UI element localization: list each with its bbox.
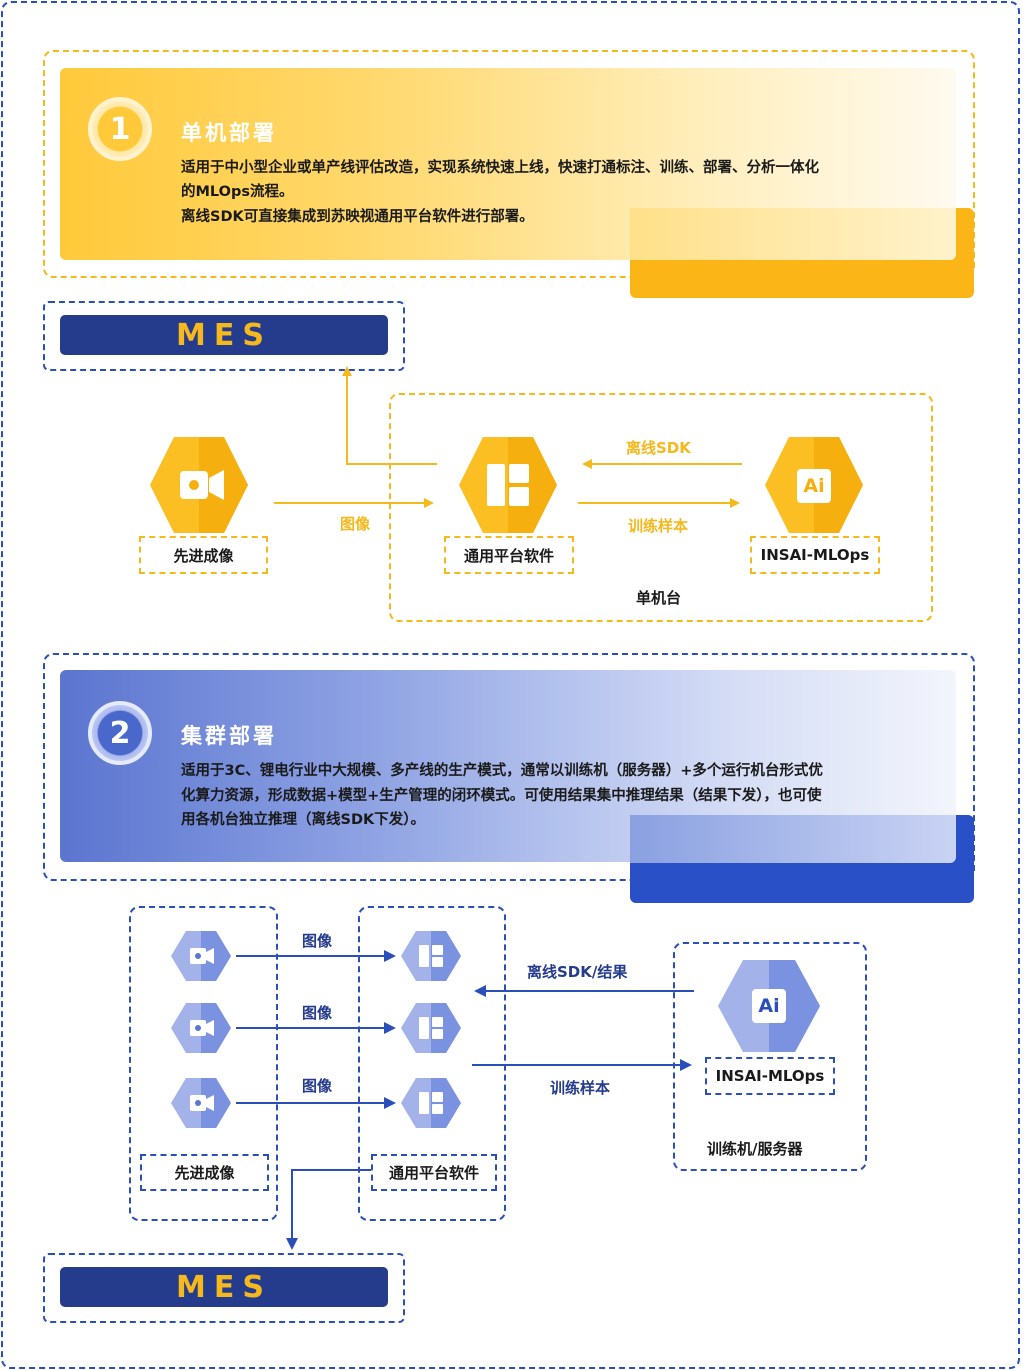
section1-desc-line2: 的MLOps流程。 <box>181 184 294 200</box>
arrow-image-label: 图像 <box>340 515 371 533</box>
section2-desc-line2: 化算力资源，形成数据+模型+生产管理的闭环模式。可使用结果集中推理结果（结果下发… <box>181 788 822 804</box>
section2-title: 集群部署 <box>181 724 277 748</box>
arrow-platform-to-mes-2 <box>286 1169 371 1250</box>
mes-frame-1 <box>43 301 405 371</box>
camera-icon <box>171 1078 231 1128</box>
section1-desc-line3: 离线SDK可直接集成到苏映视通用平台软件进行部署。 <box>181 209 534 225</box>
ai-icon-text-2: Ai <box>758 995 780 1017</box>
camera-label-1: 先进成像 <box>139 536 268 574</box>
arrow-samples-label-2: 训练样本 <box>550 1079 611 1097</box>
server-label: 训练机/服务器 <box>707 1140 803 1158</box>
section2-number-badge: 2 <box>88 701 152 765</box>
server-frame <box>673 942 867 1171</box>
section1-title: 单机部署 <box>181 121 277 145</box>
camera-icon <box>171 931 231 981</box>
mes-bar-1: MES <box>60 315 388 355</box>
camera-icon <box>171 1003 231 1053</box>
grid-app-icon <box>401 931 461 981</box>
section2-desc-line1: 适用于3C、锂电行业中大规模、多产线的生产模式，通常以训练机（服务器）+多个运行… <box>181 763 823 779</box>
ai-icon-text-1: Ai <box>803 475 825 497</box>
section1-decoration-inner <box>630 208 956 260</box>
grid-app-icon <box>401 1003 461 1053</box>
mes-frame-2 <box>43 1253 405 1323</box>
section1-number-badge: 1 <box>88 97 152 161</box>
platform-label-1: 通用平台软件 <box>444 536 574 574</box>
arrow-image-label-2c: 图像 <box>302 1077 333 1095</box>
section2-desc-line3: 用各机台独立推理（离线SDK下发）。 <box>181 812 425 828</box>
section2-decoration-inner <box>630 815 956 863</box>
arrow-platform-to-mes <box>342 366 437 465</box>
section1-desc-line1: 适用于中小型企业或单产线评估改造，实现系统快速上线，快速打通标注、训练、部署、分… <box>181 160 819 176</box>
camera-group-frame <box>129 906 278 1221</box>
platform-label-2: 通用平台软件 <box>371 1154 497 1191</box>
ai-icon <box>765 437 863 533</box>
camera-icon <box>150 437 248 533</box>
arrow-sdk-label: 离线SDK <box>626 439 691 457</box>
mlops-label-1: INSAI-MLOps <box>750 536 880 574</box>
arrow-samples-label: 训练样本 <box>628 517 689 535</box>
machine-label: 单机台 <box>636 589 682 607</box>
section2-frame <box>43 653 975 881</box>
ai-icon <box>718 960 820 1052</box>
arrow-sdk-result-label: 离线SDK/结果 <box>527 963 628 981</box>
arrow-image-label-2a: 图像 <box>302 932 333 950</box>
platform-group-frame <box>358 906 506 1221</box>
machine-frame <box>389 393 933 622</box>
grid-app-icon <box>401 1078 461 1128</box>
section1-frame <box>43 50 975 278</box>
camera-label-2: 先进成像 <box>140 1154 269 1191</box>
arrow-image-label-2b: 图像 <box>302 1004 333 1022</box>
mes-bar-2: MES <box>60 1267 388 1307</box>
mlops-label-2: INSAI-MLOps <box>705 1057 835 1095</box>
grid-app-icon <box>459 437 557 533</box>
